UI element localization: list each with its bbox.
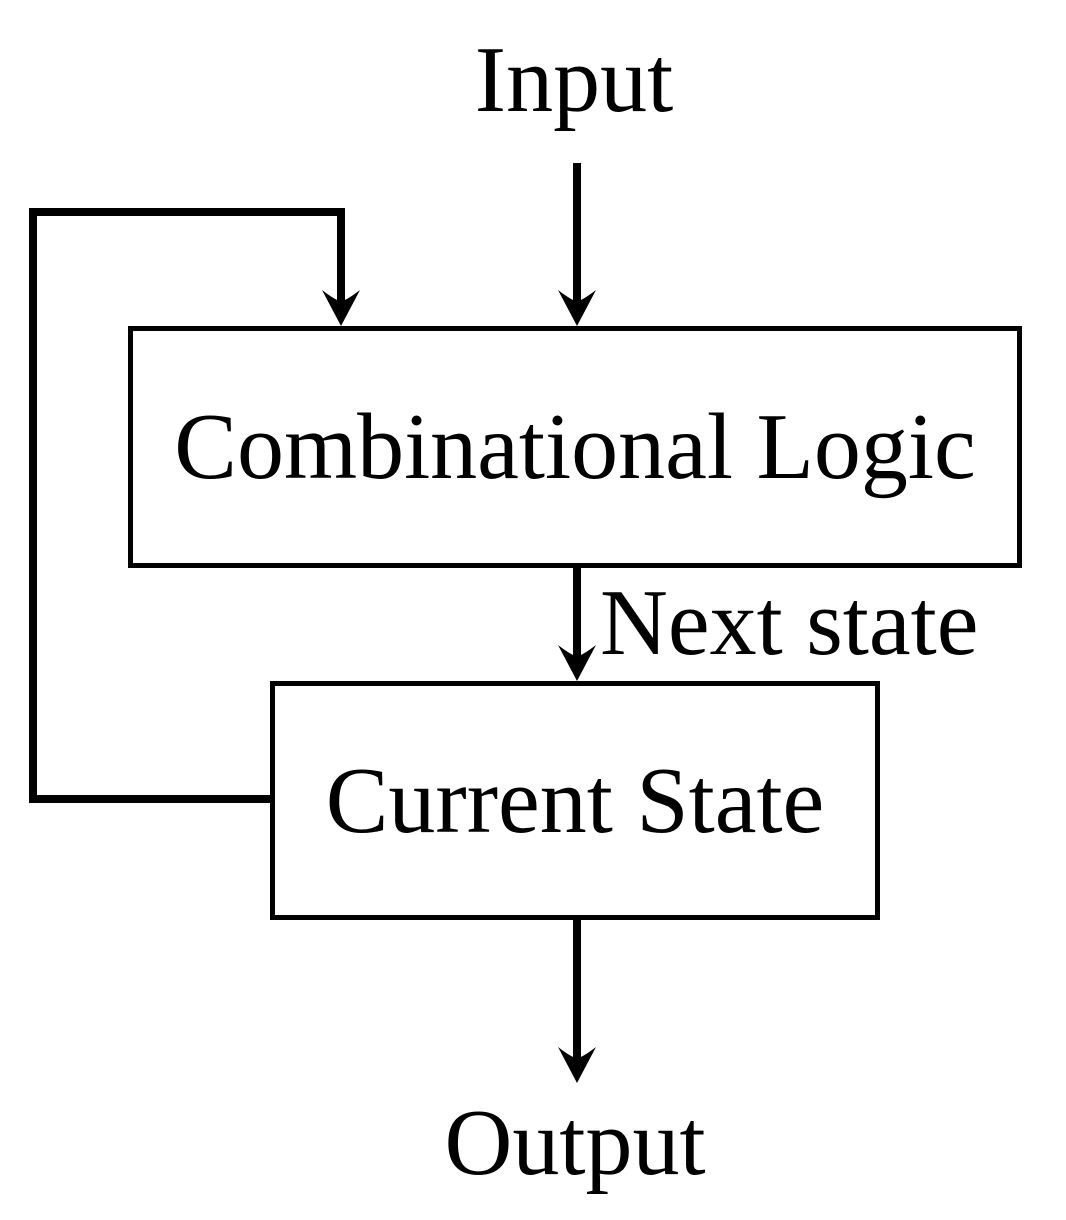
- current-state-label: Current State: [325, 748, 825, 853]
- output-arrowhead-icon: [558, 1047, 596, 1083]
- next-state-arrowhead-icon: [558, 645, 596, 681]
- node-current-state: Current State: [270, 681, 880, 920]
- feedback-edge-line: [29, 208, 345, 803]
- combinational-logic-label: Combinational Logic: [174, 395, 976, 499]
- input-arrowhead-icon: [558, 290, 596, 326]
- feedback-arrowhead-icon: [322, 290, 360, 326]
- next-state-label: Next state: [600, 571, 979, 675]
- output-label: Output: [444, 1091, 706, 1195]
- node-combinational-logic: Combinational Logic: [128, 326, 1022, 568]
- input-label: Input: [474, 28, 674, 132]
